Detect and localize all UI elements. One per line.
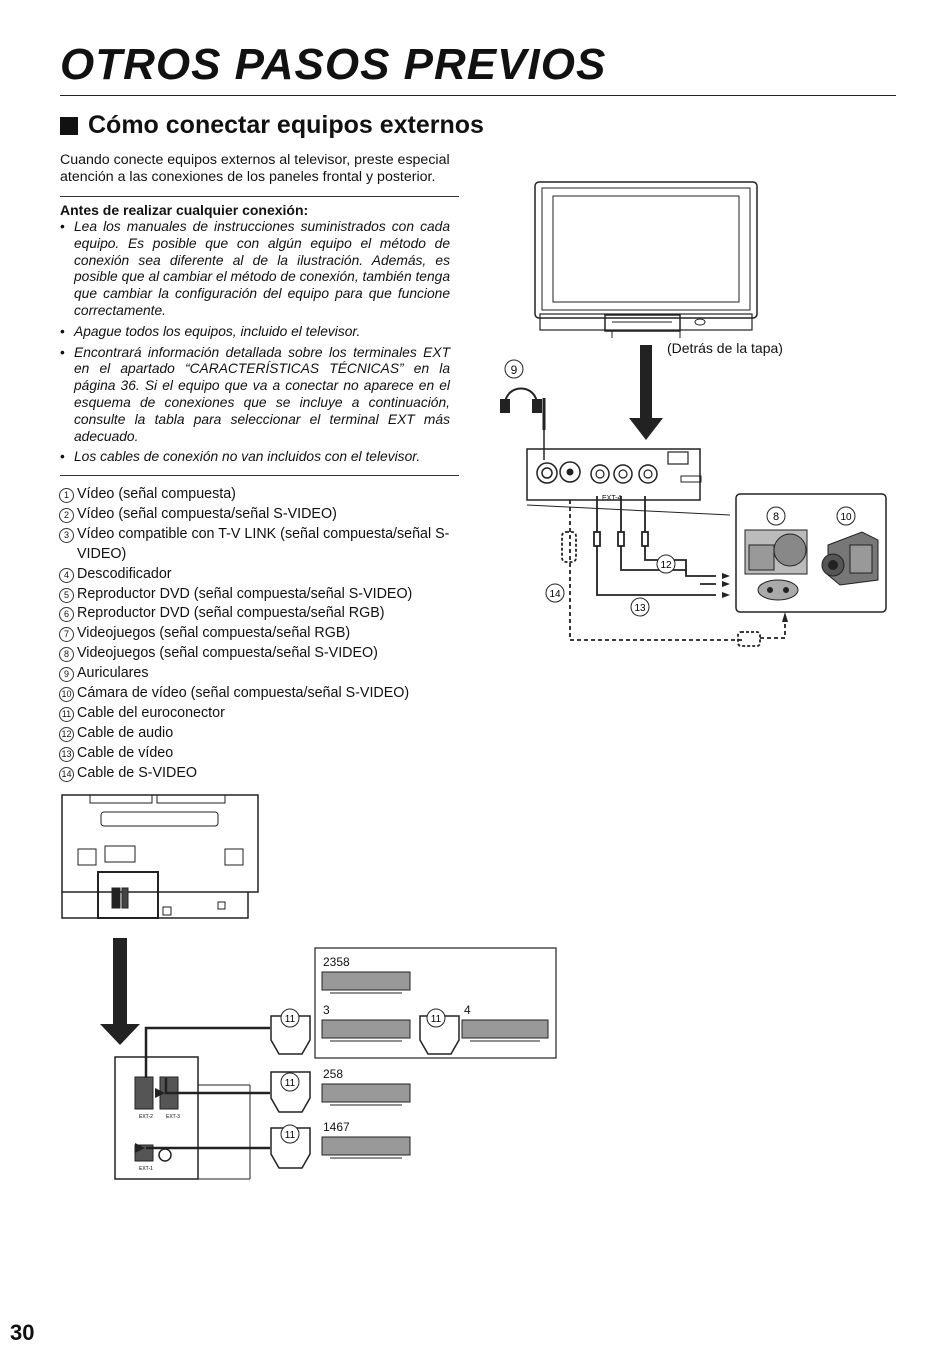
list-item: •Lea los manuales de instrucciones sumin… <box>60 219 450 318</box>
front-panel-illustration <box>526 448 731 516</box>
page-title: OTROS PASOS PREVIOS <box>60 40 607 89</box>
intro-paragraph: Cuando conecte equipos externos al telev… <box>60 152 450 185</box>
section-heading-text: Cómo conectar equipos externos <box>88 111 484 139</box>
cable-lines <box>561 496 786 647</box>
device-shadows <box>330 992 540 1159</box>
bullet-icon: • <box>60 219 65 234</box>
group-label-ext1: 1467 <box>323 1120 350 1134</box>
section-heading: Cómo conectar equipos externos <box>60 111 484 140</box>
precautions-list: •Lea los manuales de instrucciones sumin… <box>60 219 450 470</box>
bullet-icon: • <box>60 323 65 339</box>
behind-cover-label: (Detrás de la tapa) <box>667 340 783 356</box>
callout-11-icon <box>280 1124 300 1144</box>
list-divider <box>60 475 459 476</box>
callout-12-icon <box>656 554 676 574</box>
group-label-ext2: 258 <box>323 1067 343 1081</box>
tv-front-illustration <box>534 181 758 338</box>
list-item: •Encontrará información detallada sobre … <box>60 344 450 444</box>
callout-14: 14 <box>549 589 561 600</box>
intro-divider <box>60 196 459 197</box>
callout-9: 9 <box>511 363 518 377</box>
callout-8-icon <box>766 506 786 526</box>
tv-rear-illustration <box>61 794 259 919</box>
callout-11: 11 <box>285 1078 296 1089</box>
scart-plug-icon <box>270 1015 460 1169</box>
ext2-label: EXT-2 <box>139 1114 153 1120</box>
list-item: •Apague todos los equipos, incluido el t… <box>60 323 361 339</box>
ext1-label: EXT-1 <box>139 1166 153 1172</box>
arrow-right-icon <box>722 573 788 622</box>
callout-13: 13 <box>634 603 646 614</box>
callout-9-icon <box>504 359 524 379</box>
group-label-top: 2358 <box>323 955 350 969</box>
callout-11-icon <box>280 1072 300 1092</box>
callout-10: 10 <box>840 512 852 523</box>
callout-10-icon <box>836 506 856 526</box>
arrow-down-icon <box>629 345 663 440</box>
list-item: •Los cables de conexión no van incluidos… <box>60 449 421 465</box>
game-console-icon <box>744 529 808 601</box>
callout-12: 12 <box>660 560 672 571</box>
callout-11: 11 <box>285 1014 296 1025</box>
group-label-right: 4 <box>464 1003 471 1017</box>
page-number: 30 <box>10 1320 35 1345</box>
group-label-left: 3 <box>323 1003 330 1017</box>
title-divider <box>60 95 896 96</box>
camcorder-icon <box>821 531 879 586</box>
ext4-label: EXT-4 <box>602 495 622 502</box>
equipment-box <box>735 493 887 613</box>
square-bullet-icon <box>60 116 78 135</box>
callout-14-icon <box>545 583 565 603</box>
callout-11: 11 <box>431 1014 442 1025</box>
device-boxes <box>321 971 549 1156</box>
callout-13-icon <box>630 597 650 617</box>
arrow-down-icon <box>100 938 140 1045</box>
callout-11-icon <box>280 1008 300 1028</box>
callout-8: 8 <box>773 511 779 523</box>
headphones-icon <box>500 387 546 460</box>
bullet-icon: • <box>60 449 65 465</box>
rear-terminal-panel <box>114 1056 251 1180</box>
device-group-box <box>314 947 557 1059</box>
scart-cable-lines <box>144 1026 270 1150</box>
before-connection-heading: Antes de realizar cualquier conexión: <box>60 202 309 218</box>
callout-11: 11 <box>285 1130 296 1141</box>
ext3-label: EXT-3 <box>166 1114 180 1120</box>
arrow-left-icon <box>135 1088 165 1153</box>
callout-11-icon <box>426 1008 446 1028</box>
bullet-icon: • <box>60 344 65 360</box>
